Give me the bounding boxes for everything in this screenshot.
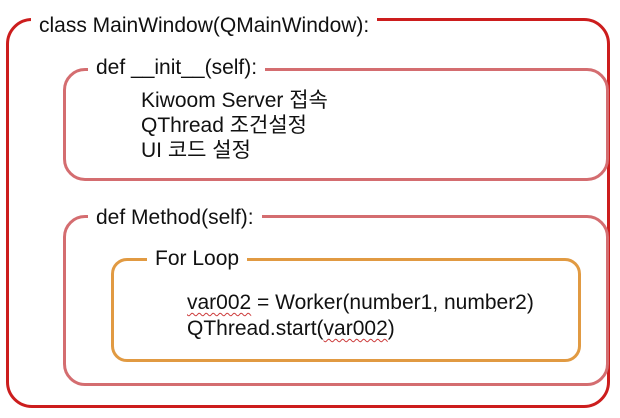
thread-start-call: QThread.start( [187, 317, 324, 340]
init-line-1: Kiwoom Server 접속 [141, 89, 328, 112]
loop-line-2: QThread.start(var002) [187, 316, 395, 342]
var-name-squiggle: var002 [187, 291, 252, 314]
init-line-3: UI 코드 설정 [141, 139, 251, 162]
loop-line-1: var002 = Worker(number1, number2) [187, 290, 534, 316]
init-block-frame [63, 68, 609, 181]
loop-block-frame [111, 258, 581, 362]
init-line-2: QThread 조건설정 [141, 114, 307, 137]
method-header: def Method(self): [88, 205, 262, 231]
init-header: def __init__(self): [88, 55, 266, 81]
method-block-frame [63, 215, 609, 386]
worker-assignment: = Worker(number1, number2) [251, 291, 534, 314]
thread-start-close: ) [387, 317, 395, 340]
var-name-squiggle: var002 [323, 317, 388, 340]
loop-header: For Loop [147, 246, 248, 272]
class-header: class MainWindow(QMainWindow): [31, 13, 378, 39]
